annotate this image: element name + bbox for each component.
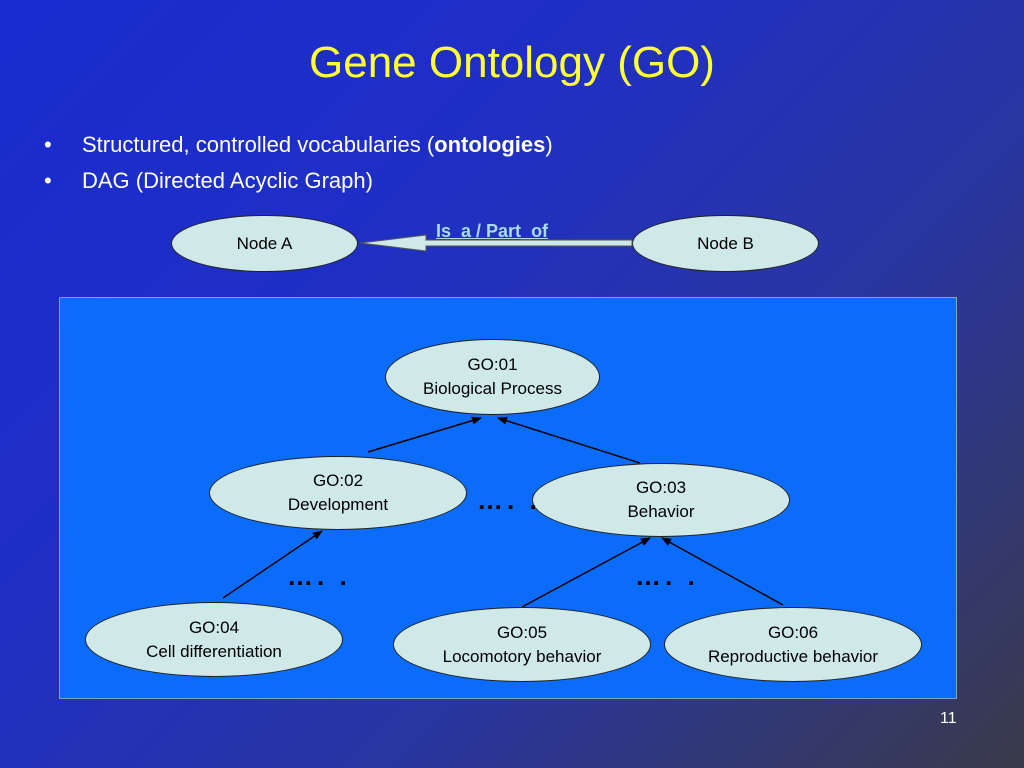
page-number: 11 [940,710,957,727]
bullet-item-dag: • DAG (Directed Acyclic Graph) [44,163,553,199]
slide-title: Gene Ontology (GO) [309,38,715,87]
node-go02: GO:02 Development [209,456,467,530]
node-label: Node B [697,233,754,253]
edge-go02-go01 [367,416,482,453]
node-go01: GO:01 Biological Process [385,339,600,415]
legend-node-a: Node A [171,215,358,272]
ellipsis-under-go03: …. . [635,561,699,591]
node-id: GO:06 [767,622,819,642]
node-id: GO:02 [312,471,364,490]
node-id: GO:03 [635,478,687,497]
node-go06: GO:06 Reproductive behavior [664,607,922,682]
bullet-list: • Structured, controlled vocabularies (o… [44,127,553,199]
node-name: Reproductive behavior [707,646,879,666]
legend-arrow-shape [359,234,633,252]
node-name: Locomotory behavior [442,646,602,666]
ellipsis-level2: …. . [477,485,541,515]
ellipsis-under-go02: …. . [287,561,351,591]
bullet-icon: • [44,168,52,193]
relation-label: Is_a / Part_of [436,221,549,241]
node-go03: GO:03 Behavior [532,463,790,537]
legend-node-b: Node B [632,215,819,272]
bullet-text: DAG (Directed Acyclic Graph) [82,168,373,193]
node-id: GO:05 [496,622,548,642]
bullet-text-after: ) [545,132,553,157]
node-id: GO:01 [467,355,518,374]
node-name: Biological Process [423,379,562,398]
bullet-bold-text: ontologies [434,132,546,157]
edge-go04-go02 [222,530,323,599]
bullet-item-ontologies: • Structured, controlled vocabularies (o… [44,127,553,163]
node-go04: GO:04 Cell differentiation [85,602,343,677]
node-name: Behavior [627,502,695,521]
bullet-icon: • [44,132,52,157]
node-name: Development [287,495,389,514]
node-name: Cell differentiation [146,641,282,661]
node-label: Node A [236,233,293,253]
node-id: GO:04 [188,617,240,637]
edge-go06-go03 [661,537,784,606]
bullet-text: Structured, controlled vocabularies ( [82,132,435,157]
node-go05: GO:05 Locomotory behavior [393,607,651,682]
edge-go03-go01 [497,416,641,464]
edge-go05-go03 [521,537,651,608]
